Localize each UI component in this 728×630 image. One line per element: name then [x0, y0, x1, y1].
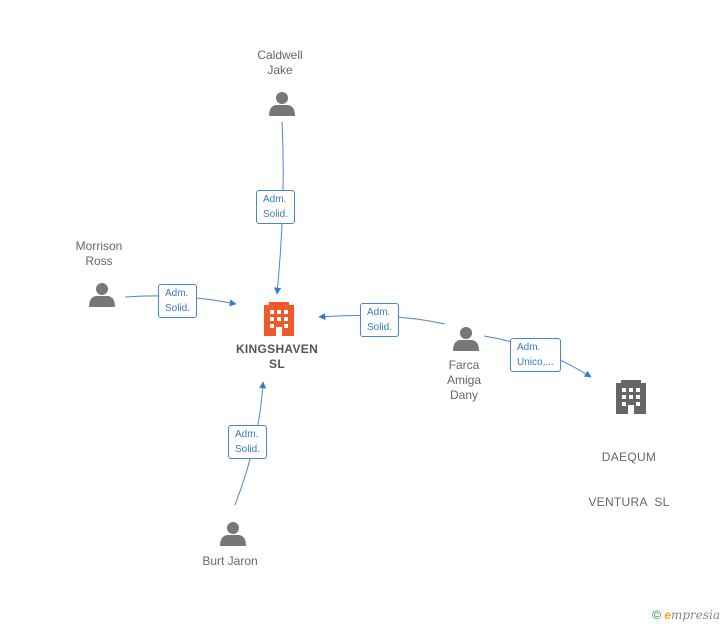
copyright-icon: © [652, 608, 661, 622]
edge-role-line: Adm. [367, 307, 391, 318]
company-name-line: DAEQUM [601, 450, 657, 464]
person-label-morrison[interactable]: Morrison Ross [76, 239, 123, 269]
watermark: © empresia [652, 608, 720, 622]
person-name-line: Morrison [75, 239, 123, 253]
person-icon[interactable] [453, 327, 479, 351]
person-icon[interactable] [269, 92, 295, 116]
edge-role-line: Unico,... [517, 357, 554, 368]
edge-role-line: Solid. [367, 322, 393, 333]
edge-role-line: Solid. [263, 209, 289, 220]
edge-label-caldwell-kingshaven[interactable]: Adm. Solid. [256, 190, 296, 224]
person-name-line: Dany [449, 388, 479, 402]
company-name-line: KINGSHAVEN [235, 342, 319, 356]
company-label-daequm[interactable]: DAEQUM VENTURA SL [588, 420, 669, 525]
person-icon[interactable] [89, 283, 115, 307]
person-label-burt[interactable]: Burt Jaron [202, 554, 257, 569]
edge-label-farca-kingshaven[interactable]: Adm. Solid. [360, 303, 400, 337]
person-name-line: Caldwell [257, 48, 303, 62]
building-icon[interactable] [616, 380, 646, 414]
company-name-line: VENTURA SL [588, 495, 670, 509]
person-name-line: Jake [267, 63, 293, 77]
building-icon[interactable] [264, 302, 294, 336]
person-name-line: Ross [85, 254, 113, 268]
edge-role-line: Solid. [235, 444, 261, 455]
person-label-caldwell[interactable]: Caldwell Jake [257, 48, 302, 78]
company-name-line: SL [269, 357, 285, 371]
edge-label-morrison-kingshaven[interactable]: Adm. Solid. [158, 284, 198, 318]
company-label-kingshaven[interactable]: KINGSHAVEN SL [236, 342, 318, 372]
brand-name: mpresia [670, 608, 720, 622]
brand-initial: e [664, 608, 671, 622]
edge-role-line: Adm. [235, 429, 259, 440]
person-name-line: Amiga [446, 373, 482, 387]
edge-label-burt-kingshaven[interactable]: Adm. Solid. [228, 425, 268, 459]
person-name-line: Farca [448, 358, 480, 372]
person-name-line: Burt Jaron [202, 554, 258, 568]
edge-role-line: Adm. [517, 342, 541, 353]
edge-role-line: Adm. [263, 194, 287, 205]
edge-label-farca-daequm[interactable]: Adm. Unico,... [510, 338, 561, 372]
person-label-farca[interactable]: Farca Amiga Dany [447, 358, 481, 403]
edge-role-line: Solid. [165, 303, 191, 314]
edge-role-line: Adm. [165, 288, 189, 299]
person-icon[interactable] [220, 522, 246, 546]
